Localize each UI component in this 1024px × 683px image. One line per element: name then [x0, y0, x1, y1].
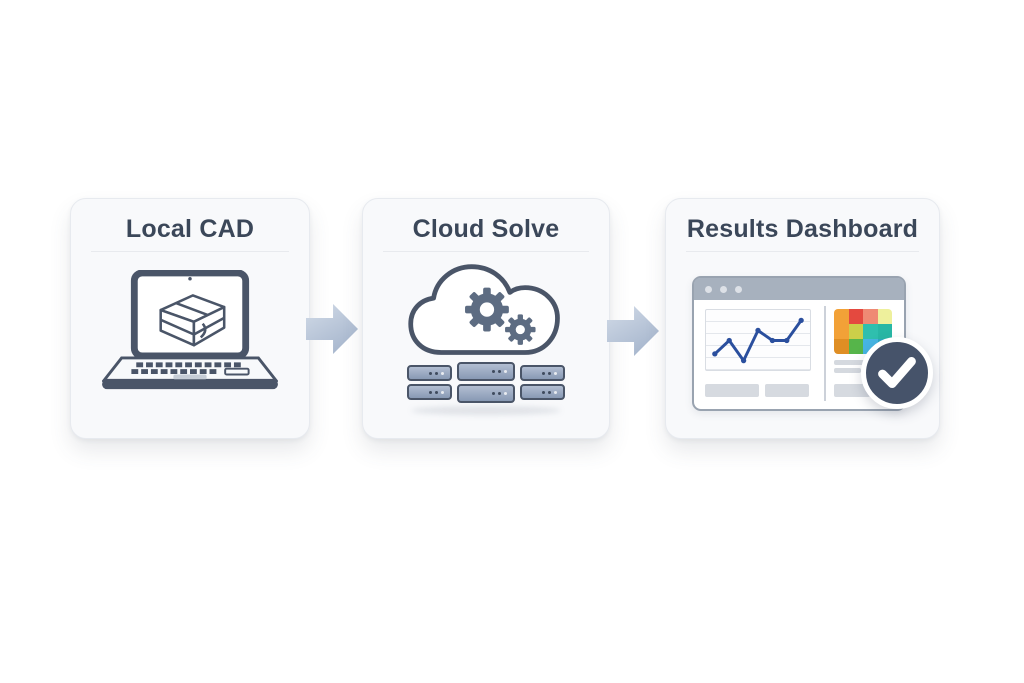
window-dot-icon	[735, 285, 742, 293]
card-title-cloud-solve: Cloud Solve	[412, 215, 560, 243]
heatmap-cell	[848, 339, 863, 354]
server-block	[520, 384, 565, 400]
server-rack-icon	[363, 362, 609, 403]
heatmap-cell	[848, 324, 863, 339]
heatmap-cell	[863, 324, 878, 339]
card-title-results-dashboard: Results Dashboard	[686, 215, 919, 243]
text-placeholder-bar	[765, 384, 809, 397]
check-badge	[861, 337, 933, 409]
heatmap-cell	[834, 324, 849, 339]
server-block	[457, 362, 515, 381]
arrow-right-icon	[306, 304, 358, 354]
dashboard-heatmap	[834, 309, 892, 354]
server-block	[407, 384, 452, 400]
rack-shadow	[411, 406, 561, 415]
arrow-right-icon	[607, 306, 659, 356]
server-block	[407, 365, 452, 381]
title-divider	[91, 251, 289, 252]
heatmap-cell	[877, 309, 892, 324]
card-title-local-cad: Local CAD	[125, 215, 255, 243]
check-icon	[878, 357, 916, 389]
text-placeholder-bar	[834, 384, 870, 397]
laptop-cad-icon	[102, 270, 278, 390]
card-results-dashboard: Results Dashboard	[665, 198, 940, 439]
heatmap-cell	[834, 339, 849, 354]
cloud-gears-icon	[408, 264, 560, 355]
text-placeholder-bar	[834, 360, 870, 365]
window-dot-icon	[705, 285, 712, 293]
title-divider	[383, 251, 589, 252]
browser-window-icon	[692, 276, 906, 411]
window-dot-icon	[720, 285, 727, 293]
card-cloud-solve: Cloud Solve	[362, 198, 610, 439]
heatmap-cell	[863, 309, 878, 324]
text-placeholder-bar	[834, 368, 861, 373]
browser-content	[694, 300, 904, 409]
heatmap-cell	[834, 309, 849, 324]
panel-divider	[824, 306, 826, 401]
heatmap-cell	[848, 309, 863, 324]
title-divider	[686, 251, 919, 252]
browser-titlebar	[694, 278, 904, 300]
server-block	[520, 365, 565, 381]
server-block	[457, 384, 515, 403]
dashboard-line-chart	[705, 309, 811, 371]
text-placeholder-bar	[705, 384, 759, 397]
heatmap-cell	[877, 324, 892, 339]
card-local-cad: Local CAD	[70, 198, 310, 439]
